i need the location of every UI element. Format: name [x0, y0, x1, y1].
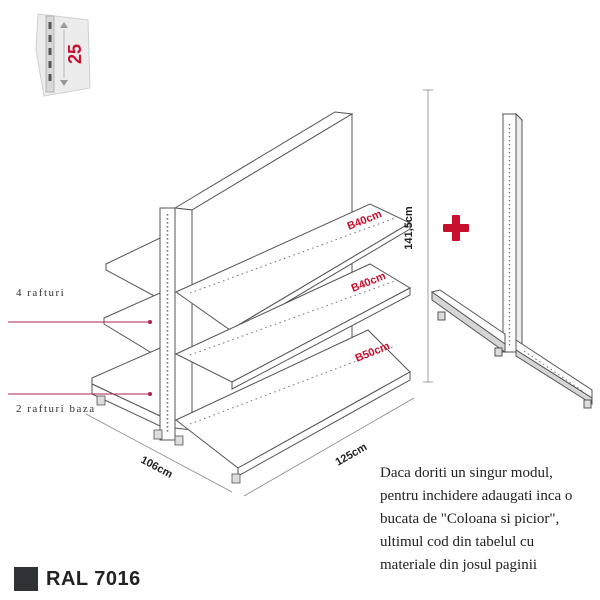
feet — [96, 395, 241, 484]
pointer-dot-bottom — [148, 392, 152, 396]
side-label-top: 4 rafturi — [16, 287, 65, 299]
extra-column-with-foot — [430, 112, 593, 409]
upright-column — [159, 207, 176, 441]
pitch-badge: 25 — [35, 13, 91, 97]
side-label-bottom: 2 rafturi baza — [16, 403, 96, 415]
note-line: materiale din josul paginii — [380, 557, 538, 573]
length-dimension — [243, 397, 415, 497]
note-line: ultimul cod din tabelul cu — [380, 534, 535, 550]
note-line: Daca doriti un singur modul, — [380, 465, 553, 481]
ral-color-badge: RAL 7016 — [14, 565, 141, 593]
assembly-note: Daca doriti un singur modul, pentru inch… — [380, 462, 595, 577]
note-line: bucata de "Coloana si picior", — [380, 511, 560, 527]
note-line: pentru inchidere adaugati inca o — [380, 488, 573, 504]
pointer-dot-top — [148, 320, 152, 324]
plus-icon — [443, 215, 469, 241]
height-dimension-label: 141,5cm — [403, 206, 415, 250]
shelf-middle — [103, 263, 412, 390]
height-dimension — [423, 89, 433, 383]
ral-color-swatch — [14, 567, 38, 591]
depth-dimension — [85, 413, 233, 493]
shelf-base — [91, 329, 411, 477]
length-dimension-label: 125cm — [334, 441, 370, 469]
ral-color-label: RAL 7016 — [46, 567, 141, 590]
pitch-badge-value: 25 — [65, 44, 85, 64]
